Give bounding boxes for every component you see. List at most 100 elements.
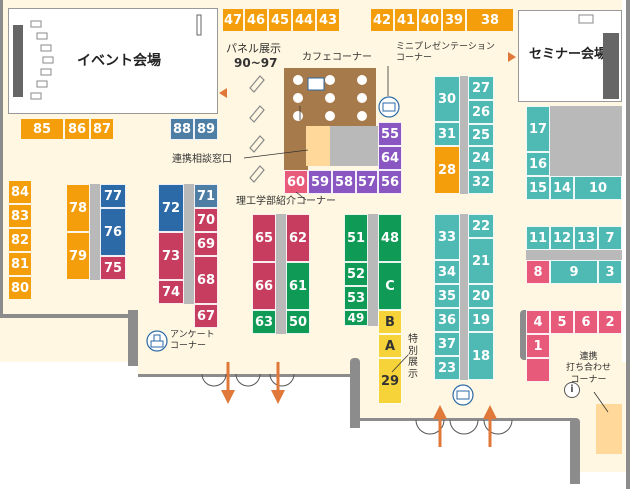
booth-5[interactable]: 6 xyxy=(574,310,598,334)
booth-B[interactable]: A xyxy=(378,334,402,358)
booth-59[interactable]: 59 xyxy=(308,170,332,194)
cafe-corner[interactable] xyxy=(284,68,376,126)
info-icon[interactable]: i xyxy=(564,382,580,398)
booth-49[interactable]: 48 xyxy=(378,214,402,262)
booth-70[interactable]: 70 xyxy=(194,208,218,232)
booth-36[interactable]: 37 xyxy=(434,332,460,356)
booth-51[interactable]: 52 xyxy=(344,262,368,286)
booth-32[interactable]: 33 xyxy=(434,214,460,260)
booth-15[interactable]: 14 xyxy=(550,176,574,200)
booth-30[interactable]: 31 xyxy=(434,122,460,146)
booth-73[interactable]: 73 xyxy=(158,232,184,280)
booth-31[interactable]: 28 xyxy=(434,146,460,194)
booth-26[interactable]: 25 xyxy=(468,124,494,146)
booth-87[interactable]: 87 xyxy=(90,118,114,140)
booth-14[interactable]: 10 xyxy=(574,176,622,200)
booth-16[interactable]: 15 xyxy=(526,176,550,200)
booth-57[interactable]: 57 xyxy=(356,170,378,194)
booth-11[interactable]: 12 xyxy=(550,226,574,250)
booth-68[interactable]: 68 xyxy=(194,256,218,304)
booth-39[interactable]: 39 xyxy=(442,8,466,32)
booth-53[interactable]: 49 xyxy=(344,310,368,326)
booth-75[interactable]: 75 xyxy=(100,256,126,280)
booth-29[interactable]: 30 xyxy=(434,76,460,122)
booth-9[interactable]: 3 xyxy=(598,260,622,284)
presentation-icon[interactable] xyxy=(378,96,400,118)
booth-58[interactable]: 58 xyxy=(332,170,356,194)
booth-64[interactable]: 65 xyxy=(252,214,276,262)
booth-66[interactable]: 63 xyxy=(252,310,276,334)
booth-8[interactable]: 9 xyxy=(550,260,598,284)
booth-67[interactable]: 67 xyxy=(194,304,218,328)
booth-82[interactable]: 82 xyxy=(8,228,32,252)
booth-77[interactable]: 77 xyxy=(100,184,126,208)
booth-78[interactable]: 78 xyxy=(66,184,90,232)
booth-1[interactable] xyxy=(526,358,550,382)
booth-6[interactable]: 2 xyxy=(598,310,622,334)
seminar-hall[interactable]: セミナー会場 xyxy=(518,10,622,102)
booth-81[interactable]: 81 xyxy=(8,252,32,276)
booth-60[interactable]: 60 xyxy=(284,170,308,194)
presentation-icon[interactable] xyxy=(452,384,474,406)
booth-48[interactable]: C xyxy=(378,262,402,310)
booth-27[interactable]: 26 xyxy=(468,100,494,124)
booth-45[interactable]: 45 xyxy=(268,8,292,32)
booth-21[interactable]: 20 xyxy=(468,284,494,308)
booth-37[interactable]: 23 xyxy=(434,356,460,380)
booth-52[interactable]: 53 xyxy=(344,286,368,310)
booth-63[interactable]: 62 xyxy=(286,214,310,262)
booth-72[interactable]: 72 xyxy=(158,184,184,232)
booth-22[interactable]: 21 xyxy=(468,238,494,284)
booth-54[interactable]: 55 xyxy=(378,122,402,146)
booth-4[interactable]: 5 xyxy=(550,310,574,334)
booth-28[interactable]: 27 xyxy=(468,76,494,100)
booth-84[interactable]: 84 xyxy=(8,180,32,204)
booth-C[interactable]: B xyxy=(378,310,402,334)
booth-89[interactable]: 89 xyxy=(194,118,218,140)
booth-47[interactable]: 47 xyxy=(222,8,244,32)
booth-17[interactable]: 16 xyxy=(526,152,550,176)
booth-24[interactable]: 32 xyxy=(468,170,494,194)
booth-35[interactable]: 36 xyxy=(434,308,460,332)
booth-56[interactable]: 56 xyxy=(378,170,402,194)
booth-79[interactable]: 79 xyxy=(66,232,90,280)
booth-33[interactable]: 34 xyxy=(434,260,460,284)
booth-65[interactable]: 66 xyxy=(252,262,276,310)
booth-55[interactable]: 64 xyxy=(378,146,402,170)
booth-2[interactable]: 1 xyxy=(526,334,550,358)
survey-box-icon[interactable] xyxy=(146,330,168,352)
booth-76[interactable]: 76 xyxy=(100,208,126,256)
booth-50[interactable]: 51 xyxy=(344,214,368,262)
booth-71[interactable]: 71 xyxy=(194,184,218,208)
booth-34[interactable]: 35 xyxy=(434,284,460,308)
booth-18[interactable]: 17 xyxy=(526,106,550,152)
booth-25[interactable]: 24 xyxy=(468,146,494,170)
booth-10[interactable]: 11 xyxy=(526,226,550,250)
booth-83[interactable]: 83 xyxy=(8,204,32,228)
booth-61[interactable]: 50 xyxy=(286,310,310,334)
booth-69[interactable]: 69 xyxy=(194,232,218,256)
booth-7[interactable]: 8 xyxy=(526,260,550,284)
booth-44[interactable]: 44 xyxy=(292,8,316,32)
booth-74[interactable]: 74 xyxy=(158,280,184,304)
booth-20[interactable]: 19 xyxy=(468,308,494,332)
meeting-corner[interactable] xyxy=(596,404,622,454)
booth-42[interactable]: 42 xyxy=(370,8,394,32)
booth-88[interactable]: 88 xyxy=(170,118,194,140)
booth-19[interactable]: 18 xyxy=(468,332,494,380)
event-hall[interactable]: イベント会場 xyxy=(8,8,218,114)
booth-80[interactable]: 80 xyxy=(8,276,32,300)
booth-40[interactable]: 40 xyxy=(418,8,442,32)
booth-23[interactable]: 22 xyxy=(468,214,494,238)
booth-3[interactable]: 4 xyxy=(526,310,550,334)
booth-38[interactable]: 38 xyxy=(466,8,514,32)
booth-62[interactable]: 61 xyxy=(286,262,310,310)
booth-85[interactable]: 85 xyxy=(20,118,64,140)
booth-86[interactable]: 86 xyxy=(64,118,90,140)
booth-41[interactable]: 41 xyxy=(394,8,418,32)
booth-12[interactable]: 13 xyxy=(574,226,598,250)
booth-46[interactable]: 46 xyxy=(244,8,268,32)
booth-13[interactable]: 7 xyxy=(598,226,622,250)
consult-window[interactable] xyxy=(306,126,330,166)
booth-43[interactable]: 43 xyxy=(316,8,340,32)
